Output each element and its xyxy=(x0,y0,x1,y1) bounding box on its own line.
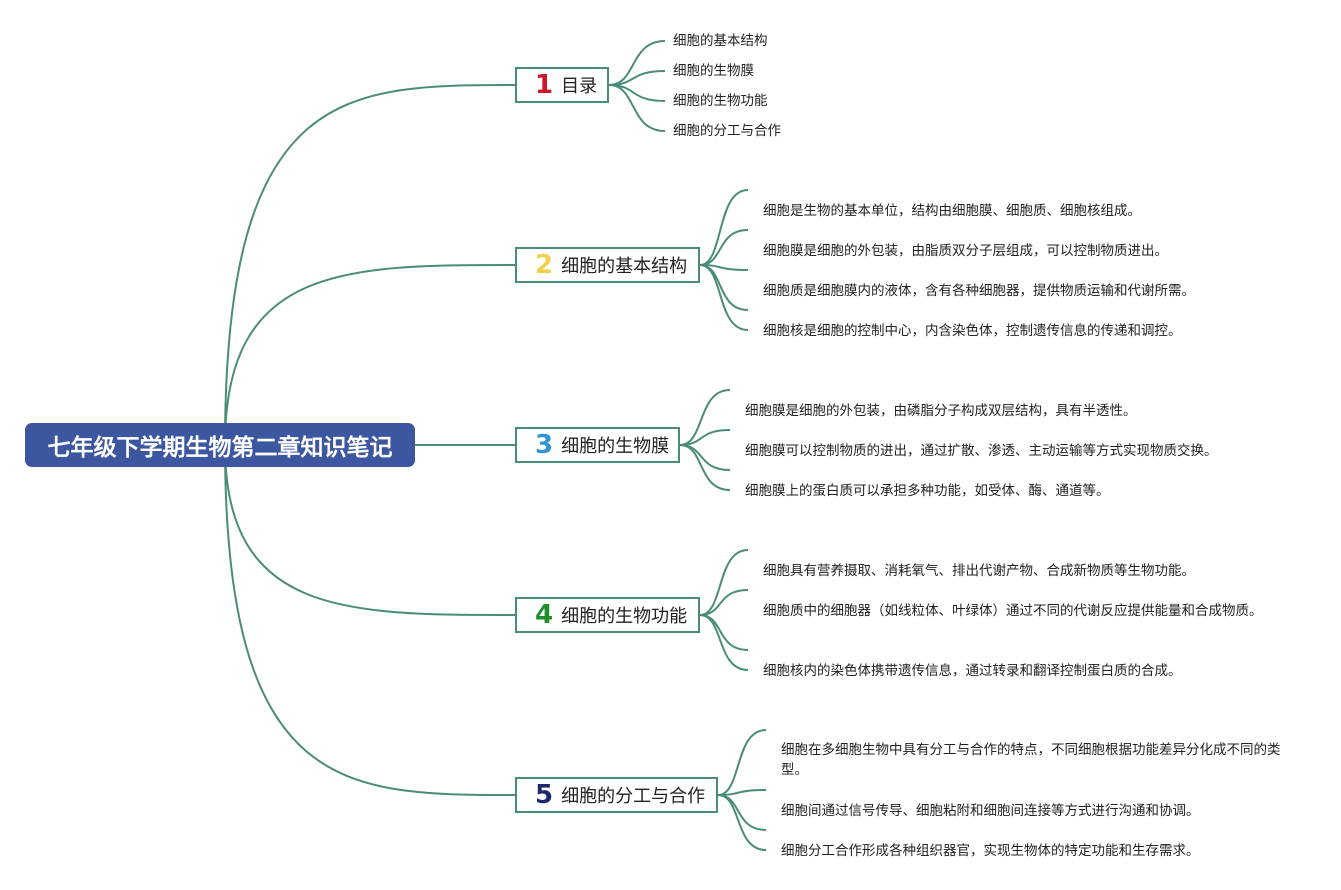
leaf-item[interactable]: 细胞的生物功能 xyxy=(673,93,768,109)
branch-contents[interactable]: 1 目录 xyxy=(515,67,609,103)
connector-line xyxy=(224,264,516,446)
leaf-item[interactable]: 细胞的分工与合作 xyxy=(673,123,781,139)
connector-line xyxy=(679,444,731,491)
connector-line xyxy=(224,84,516,446)
leaf-item[interactable]: 细胞膜可以控制物质的进出，通过扩散、渗透、主动运输等方式实现物质交换。 xyxy=(745,443,1218,459)
branch-label: 细胞的生物功能 xyxy=(561,606,688,627)
leaf-item[interactable]: 细胞膜上的蛋白质可以承担多种功能，如受体、酶、通道等。 xyxy=(745,483,1110,499)
leaf-item[interactable]: 细胞质是细胞膜内的液体，含有各种细胞器，提供物质运输和代谢所需。 xyxy=(763,283,1195,299)
leaf-item[interactable]: 细胞膜是细胞的外包装，由脂质双分子层组成，可以控制物质进出。 xyxy=(763,243,1168,259)
leaf-item[interactable]: 细胞分工合作形成各种组织器官，实现生物体的特定功能和生存需求。 xyxy=(781,843,1200,859)
branch-label: 细胞的分工与合作 xyxy=(561,786,706,807)
connector-line xyxy=(699,264,749,331)
branch-label: 目录 xyxy=(561,76,598,97)
connector-line xyxy=(717,729,767,796)
leaf-item[interactable]: 细胞核是细胞的控制中心，内含染色体，控制遗传信息的传递和调控。 xyxy=(763,323,1182,339)
leaf-item[interactable]: 细胞在多细胞生物中具有分工与合作的特点，不同细胞根据功能差异分化成不同的类型。 xyxy=(781,742,1281,778)
connector-line xyxy=(608,40,666,86)
connector-line xyxy=(699,589,749,616)
root-topic[interactable]: 七年级下学期生物第二章知识笔记 xyxy=(25,423,415,467)
leaf-item[interactable]: 细胞具有营养摄取、消耗氧气、排出代谢产物、合成新物质等生物功能。 xyxy=(763,563,1195,579)
connector-line xyxy=(699,264,749,311)
branch-number: 5 xyxy=(535,780,554,810)
leaf-item[interactable]: 细胞质中的细胞器（如线粒体、叶绿体）通过不同的代谢反应提供能量和合成物质。 xyxy=(763,603,1263,619)
branch-number: 4 xyxy=(535,600,554,630)
connector-line xyxy=(224,444,516,796)
branch-division-cooperation[interactable]: 5 细胞的分工与合作 xyxy=(515,777,718,813)
branch-label: 细胞的基本结构 xyxy=(561,256,688,277)
leaf-item[interactable]: 细胞膜是细胞的外包装，由磷脂分子构成双层结构，具有半透性。 xyxy=(745,403,1137,419)
branch-biomembrane[interactable]: 3 细胞的生物膜 xyxy=(515,427,680,463)
connector-line xyxy=(699,189,749,266)
connector-line xyxy=(717,794,767,831)
branch-basic-structure[interactable]: 2 细胞的基本结构 xyxy=(515,247,700,283)
branch-number: 2 xyxy=(535,250,554,280)
branch-number: 1 xyxy=(535,70,554,100)
leaf-item[interactable]: 细胞是生物的基本单位，结构由细胞膜、细胞质、细胞核组成。 xyxy=(763,203,1141,219)
connector-line xyxy=(608,84,666,132)
leaf-item[interactable]: 细胞间通过信号传导、细胞粘附和细胞间连接等方式进行沟通和协调。 xyxy=(781,803,1200,819)
connector-line xyxy=(699,229,749,266)
leaf-item[interactable]: 细胞的基本结构 xyxy=(673,33,768,49)
connector-line xyxy=(224,444,516,616)
connector-line xyxy=(699,614,749,651)
root-title: 七年级下学期生物第二章知识笔记 xyxy=(47,435,393,461)
branch-label: 细胞的生物膜 xyxy=(561,436,670,457)
connector-line xyxy=(717,794,767,851)
branch-biological-function[interactable]: 4 细胞的生物功能 xyxy=(515,597,700,633)
connector-line xyxy=(679,389,731,446)
leaf-item[interactable]: 细胞核内的染色体携带遗传信息，通过转录和翻译控制蛋白质的合成。 xyxy=(763,663,1182,679)
branch-number: 3 xyxy=(535,430,554,460)
connector-line xyxy=(699,549,749,616)
connector-line xyxy=(679,444,731,471)
leaf-item[interactable]: 细胞的生物膜 xyxy=(673,63,754,79)
connector-line xyxy=(699,614,749,671)
